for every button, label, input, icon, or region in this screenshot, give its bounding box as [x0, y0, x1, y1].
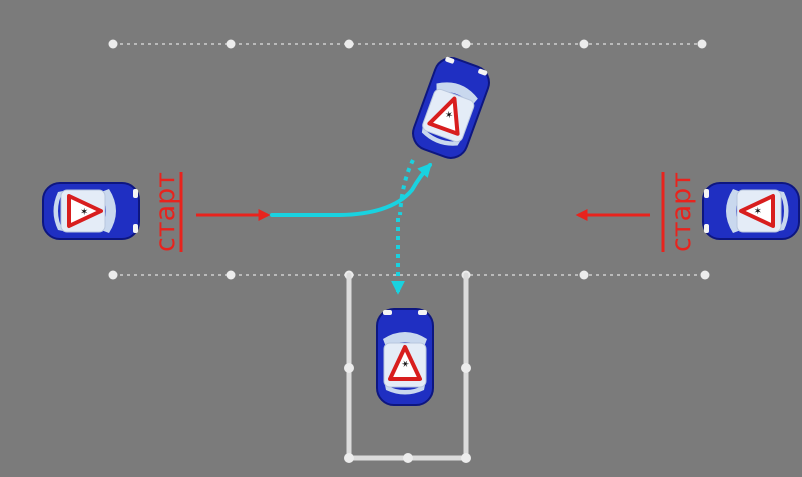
car-icon-right [701, 181, 801, 241]
start-label-right: старт [666, 172, 697, 252]
start-line-left: старт [150, 172, 183, 252]
car-icon-left [41, 181, 141, 241]
car-icon-parked [375, 307, 435, 407]
start-line-right: старт [661, 172, 697, 252]
parking-box-posts [344, 363, 471, 463]
forward-path [270, 162, 432, 217]
start-label-left: старт [150, 172, 181, 252]
top-boundary-line [108, 39, 707, 49]
